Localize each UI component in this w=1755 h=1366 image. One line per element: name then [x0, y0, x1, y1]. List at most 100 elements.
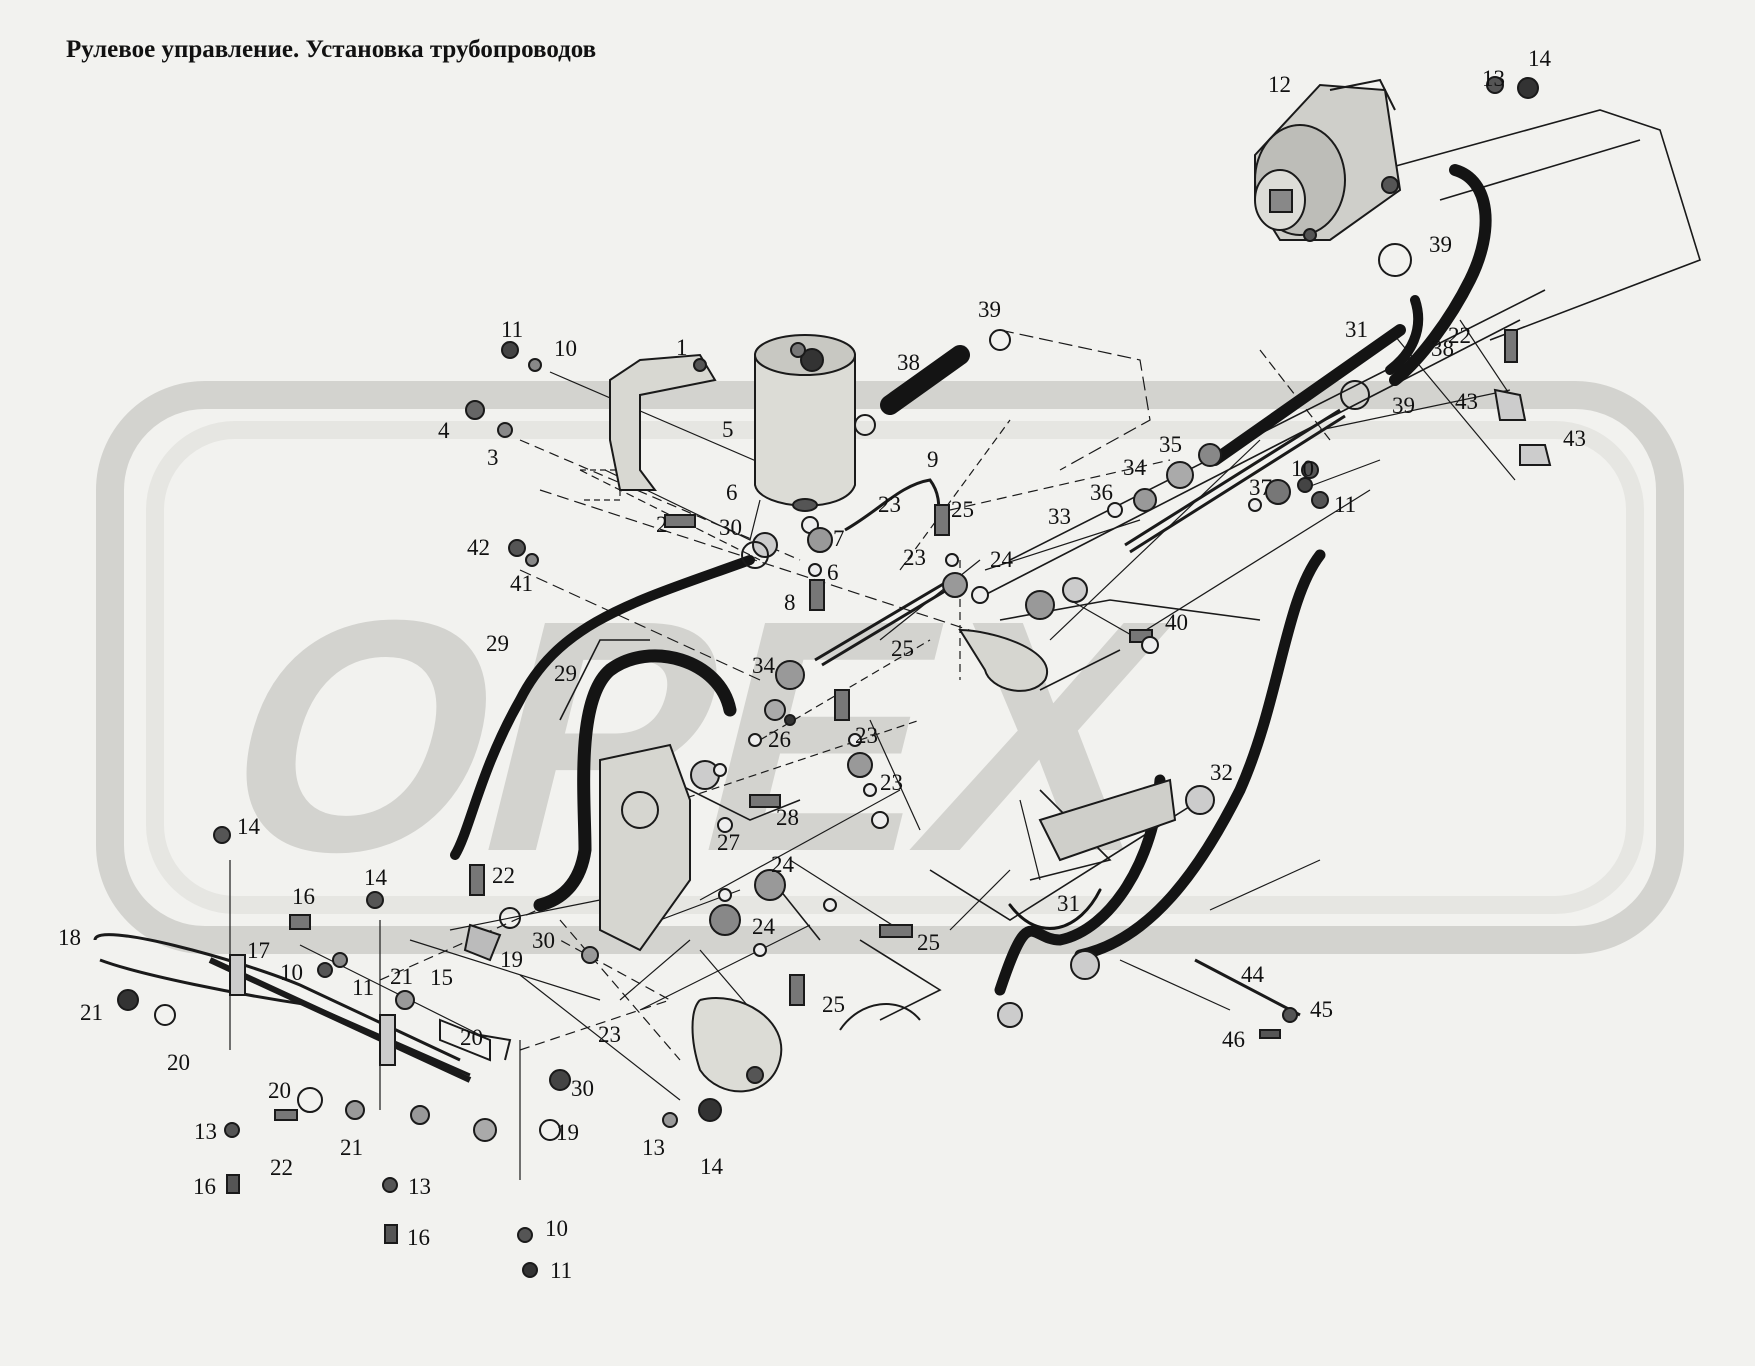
part-label: 35 — [1159, 432, 1182, 457]
part-label: 10 — [545, 1216, 568, 1241]
part-label: 14 — [700, 1154, 724, 1179]
part-label: 46 — [1222, 1027, 1245, 1052]
part-label: 21 — [390, 964, 413, 989]
hose-29-mid — [533, 649, 737, 912]
part-label: 13 — [642, 1135, 665, 1160]
part-label: 11 — [550, 1258, 572, 1283]
part-label: 40 — [1165, 610, 1188, 635]
part-label: 39 — [1429, 232, 1452, 257]
part-label: 31 — [1345, 317, 1368, 342]
part-label: 20 — [167, 1050, 190, 1075]
bracket-icon — [609, 353, 717, 491]
leader-lines — [229, 319, 1521, 1180]
part-label: 21 — [80, 1000, 103, 1025]
part-label: 34 — [1123, 455, 1147, 480]
part-label: 13 — [408, 1174, 431, 1199]
part-label: 6 — [726, 480, 738, 505]
hose-upper-return — [1389, 164, 1492, 386]
part-label: 10 — [1291, 456, 1314, 481]
part-label: 14 — [364, 865, 388, 890]
part-label: 14 — [1528, 46, 1552, 71]
cylinder-tank-icon — [754, 334, 856, 512]
part-label: 10 — [280, 960, 303, 985]
part-label: 13 — [1482, 66, 1505, 91]
tube-33 — [814, 578, 956, 667]
tube-18-loop — [93, 933, 471, 1077]
part-label: 23 — [878, 492, 901, 517]
part-label: 42 — [467, 535, 490, 560]
part-label: 25 — [891, 636, 914, 661]
part-label: 23 — [903, 545, 926, 570]
part-label: 32 — [1210, 760, 1233, 785]
part-label: 26 — [768, 727, 791, 752]
tube-44 — [1194, 958, 1301, 1017]
part-label: 30 — [571, 1076, 594, 1101]
hose-32 — [1074, 549, 1326, 961]
part-label: 2 — [656, 512, 668, 537]
part-label: 13 — [194, 1119, 217, 1144]
part-label: 11 — [501, 317, 523, 342]
part-label: 43 — [1563, 426, 1586, 451]
part-label: 23 — [880, 770, 903, 795]
part-label: 10 — [554, 336, 577, 361]
part-label: 39 — [1392, 393, 1415, 418]
part-label: 27 — [717, 830, 740, 855]
part-label: 25 — [822, 992, 845, 1017]
part-label: 20 — [268, 1078, 291, 1103]
part-label: 29 — [486, 631, 509, 656]
part-label: 30 — [719, 515, 742, 540]
part-label: 44 — [1241, 962, 1265, 987]
part-label: 23 — [598, 1022, 621, 1047]
hoses — [450, 164, 1492, 996]
part-label: 25 — [917, 930, 940, 955]
part-label: 19 — [556, 1120, 579, 1145]
part-label: 11 — [352, 975, 374, 1000]
part-label: 38 — [897, 350, 920, 375]
part-label: 34 — [752, 653, 776, 678]
part-label: 16 — [292, 884, 315, 909]
part-label: 28 — [776, 805, 799, 830]
callout-labels: 1 2 3 4 5 6 6 7 8 9 10 10 10 10 11 11 11… — [58, 46, 1586, 1283]
part-label: 3 — [487, 445, 499, 470]
part-label: 5 — [722, 417, 734, 442]
part-label: 23 — [855, 723, 878, 748]
part-label: 9 — [927, 447, 939, 472]
part-label: 15 — [430, 965, 453, 990]
part-label: 33 — [1048, 504, 1071, 529]
hose-38-upper — [1385, 295, 1424, 375]
part-label: 37 — [1249, 475, 1272, 500]
hose-38-left — [880, 345, 970, 415]
part-label: 17 — [247, 938, 270, 963]
hose-31-upper — [1209, 324, 1406, 466]
gearbox-icon — [599, 628, 1177, 1093]
part-label: 4 — [438, 418, 450, 443]
part-label: 22 — [492, 863, 515, 888]
part-label: 20 — [460, 1025, 483, 1050]
part-label: 41 — [510, 571, 533, 596]
page-title: Рулевое управление. Установка трубопрово… — [66, 36, 597, 63]
part-label: 12 — [1268, 72, 1291, 97]
part-label: 18 — [58, 925, 81, 950]
part-label: 38 — [1431, 336, 1454, 361]
part-label: 45 — [1310, 997, 1333, 1022]
part-label: 16 — [193, 1174, 216, 1199]
part-label: 8 — [784, 590, 796, 615]
part-label: 16 — [407, 1225, 430, 1250]
part-label: 22 — [270, 1155, 293, 1180]
part-label: 11 — [1334, 492, 1356, 517]
part-label: 6 — [827, 560, 839, 585]
watermark: OPEX — [96, 381, 1684, 954]
hose-29-left — [450, 555, 755, 860]
part-label: 19 — [500, 947, 523, 972]
hose-31-lower — [994, 774, 1166, 996]
part-label: 39 — [978, 297, 1001, 322]
part-label: 21 — [340, 1135, 363, 1160]
fittings — [117, 76, 1552, 1278]
part-label: 22 — [1448, 323, 1471, 348]
part-label: 7 — [833, 526, 845, 551]
part-label: 29 — [554, 661, 577, 686]
part-label: 36 — [1090, 480, 1113, 505]
pump-icon — [1254, 78, 1402, 242]
part-label: 43 — [1455, 389, 1478, 414]
